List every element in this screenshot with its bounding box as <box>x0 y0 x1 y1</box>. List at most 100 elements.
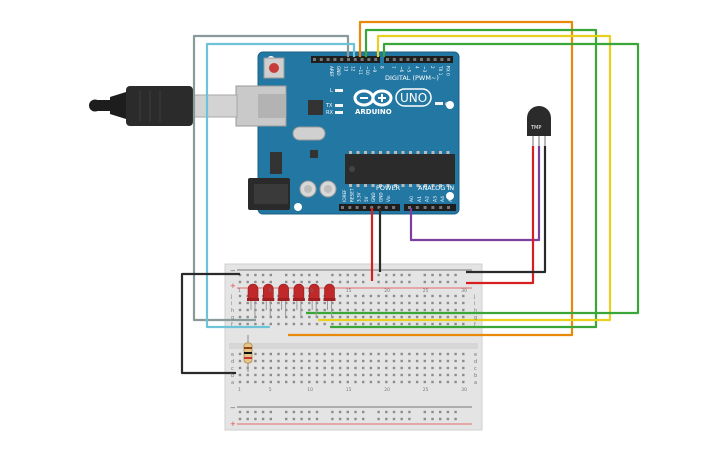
rail-hole[interactable] <box>246 410 249 414</box>
header-pin[interactable] <box>426 58 430 61</box>
breadboard-hole[interactable] <box>400 359 403 363</box>
rail-hole[interactable] <box>423 417 426 421</box>
red-led[interactable] <box>262 283 275 317</box>
breadboard-hole[interactable] <box>338 373 342 377</box>
breadboard-hole[interactable] <box>423 380 426 384</box>
rail-hole[interactable] <box>261 410 265 414</box>
breadboard-hole[interactable] <box>323 359 326 363</box>
header-pin[interactable] <box>420 58 423 61</box>
breadboard-hole[interactable] <box>354 373 357 377</box>
breadboard-hole[interactable] <box>308 308 311 312</box>
red-led[interactable] <box>308 283 321 317</box>
rail-hole[interactable] <box>308 273 311 277</box>
rail-hole[interactable] <box>346 410 349 414</box>
rail-hole[interactable] <box>377 280 380 284</box>
breadboard-hole[interactable] <box>246 373 249 377</box>
header-pin[interactable] <box>362 206 366 209</box>
breadboard-hole[interactable] <box>277 322 280 326</box>
rail-hole[interactable] <box>377 410 380 414</box>
breadboard-hole[interactable] <box>431 308 434 312</box>
breadboard-hole[interactable] <box>377 301 380 305</box>
breadboard-hole[interactable] <box>446 315 450 319</box>
rail-hole[interactable] <box>439 280 442 284</box>
rail-hole[interactable] <box>238 280 242 284</box>
breadboard-hole[interactable] <box>400 352 403 356</box>
rail-hole[interactable] <box>385 280 388 284</box>
rail-hole[interactable] <box>261 417 265 421</box>
breadboard-hole[interactable] <box>277 373 280 377</box>
breadboard-hole[interactable] <box>362 315 365 319</box>
rail-hole[interactable] <box>331 410 334 414</box>
breadboard-hole[interactable] <box>277 315 280 319</box>
breadboard-hole[interactable] <box>261 322 265 326</box>
rail-hole[interactable] <box>439 417 442 421</box>
breadboard-hole[interactable] <box>369 352 373 356</box>
breadboard-hole[interactable] <box>292 301 296 305</box>
breadboard-hole[interactable] <box>362 308 365 312</box>
breadboard-hole[interactable] <box>423 301 426 305</box>
breadboard-hole[interactable] <box>269 352 272 356</box>
breadboard-hole[interactable] <box>362 301 365 305</box>
breadboard-hole[interactable] <box>308 373 311 377</box>
breadboard-hole[interactable] <box>238 308 242 312</box>
breadboard-hole[interactable] <box>315 352 319 356</box>
breadboard-hole[interactable] <box>354 359 357 363</box>
header-pin[interactable] <box>399 58 403 61</box>
breadboard-hole[interactable] <box>377 373 380 377</box>
breadboard-hole[interactable] <box>338 380 342 384</box>
rail-hole[interactable] <box>362 280 365 284</box>
breadboard-hole[interactable] <box>346 315 349 319</box>
breadboard-hole[interactable] <box>377 315 380 319</box>
rail-hole[interactable] <box>254 273 257 277</box>
breadboard-hole[interactable] <box>261 308 265 312</box>
rail-hole[interactable] <box>362 273 365 277</box>
breadboard-hole[interactable] <box>238 366 242 370</box>
breadboard-hole[interactable] <box>269 322 272 326</box>
breadboard-hole[interactable] <box>323 373 326 377</box>
breadboard-hole[interactable] <box>308 380 311 384</box>
breadboard-hole[interactable] <box>331 380 334 384</box>
rail-hole[interactable] <box>300 280 303 284</box>
header-pin[interactable] <box>408 206 411 209</box>
breadboard-hole[interactable] <box>431 322 434 326</box>
breadboard-hole[interactable] <box>346 294 349 298</box>
rail-hole[interactable] <box>454 280 457 284</box>
rail-hole[interactable] <box>315 280 319 284</box>
breadboard-hole[interactable] <box>362 352 365 356</box>
breadboard-hole[interactable] <box>415 308 419 312</box>
breadboard-hole[interactable] <box>392 359 396 363</box>
breadboard-hole[interactable] <box>423 352 426 356</box>
breadboard-hole[interactable] <box>400 380 403 384</box>
header-pin[interactable] <box>374 58 378 61</box>
rail-hole[interactable] <box>269 280 272 284</box>
breadboard-hole[interactable] <box>246 301 249 305</box>
rail-hole[interactable] <box>454 273 457 277</box>
breadboard-hole[interactable] <box>362 380 365 384</box>
header-pin[interactable] <box>333 58 337 61</box>
breadboard-hole[interactable] <box>331 352 334 356</box>
breadboard-hole[interactable] <box>331 366 334 370</box>
header-pin[interactable] <box>319 58 323 61</box>
breadboard-hole[interactable] <box>400 322 403 326</box>
rail-hole[interactable] <box>292 410 296 414</box>
rail-hole[interactable] <box>285 417 288 421</box>
breadboard-hole[interactable] <box>385 322 388 326</box>
breadboard-hole[interactable] <box>392 352 396 356</box>
breadboard-hole[interactable] <box>408 380 411 384</box>
breadboard-hole[interactable] <box>462 301 465 305</box>
rail-hole[interactable] <box>392 273 396 277</box>
breadboard-hole[interactable] <box>300 373 303 377</box>
wire-purple[interactable] <box>409 146 541 242</box>
header-pin[interactable] <box>431 206 435 209</box>
breadboard-hole[interactable] <box>431 352 434 356</box>
breadboard-hole[interactable] <box>354 366 357 370</box>
header-pin[interactable] <box>392 58 396 61</box>
breadboard-hole[interactable] <box>277 301 280 305</box>
wire-orange[interactable] <box>288 20 574 337</box>
header-pin[interactable] <box>370 206 374 209</box>
breadboard-hole[interactable] <box>462 373 465 377</box>
rail-hole[interactable] <box>346 273 349 277</box>
breadboard-hole[interactable] <box>385 373 388 377</box>
breadboard-hole[interactable] <box>254 352 257 356</box>
breadboard-hole[interactable] <box>362 373 365 377</box>
